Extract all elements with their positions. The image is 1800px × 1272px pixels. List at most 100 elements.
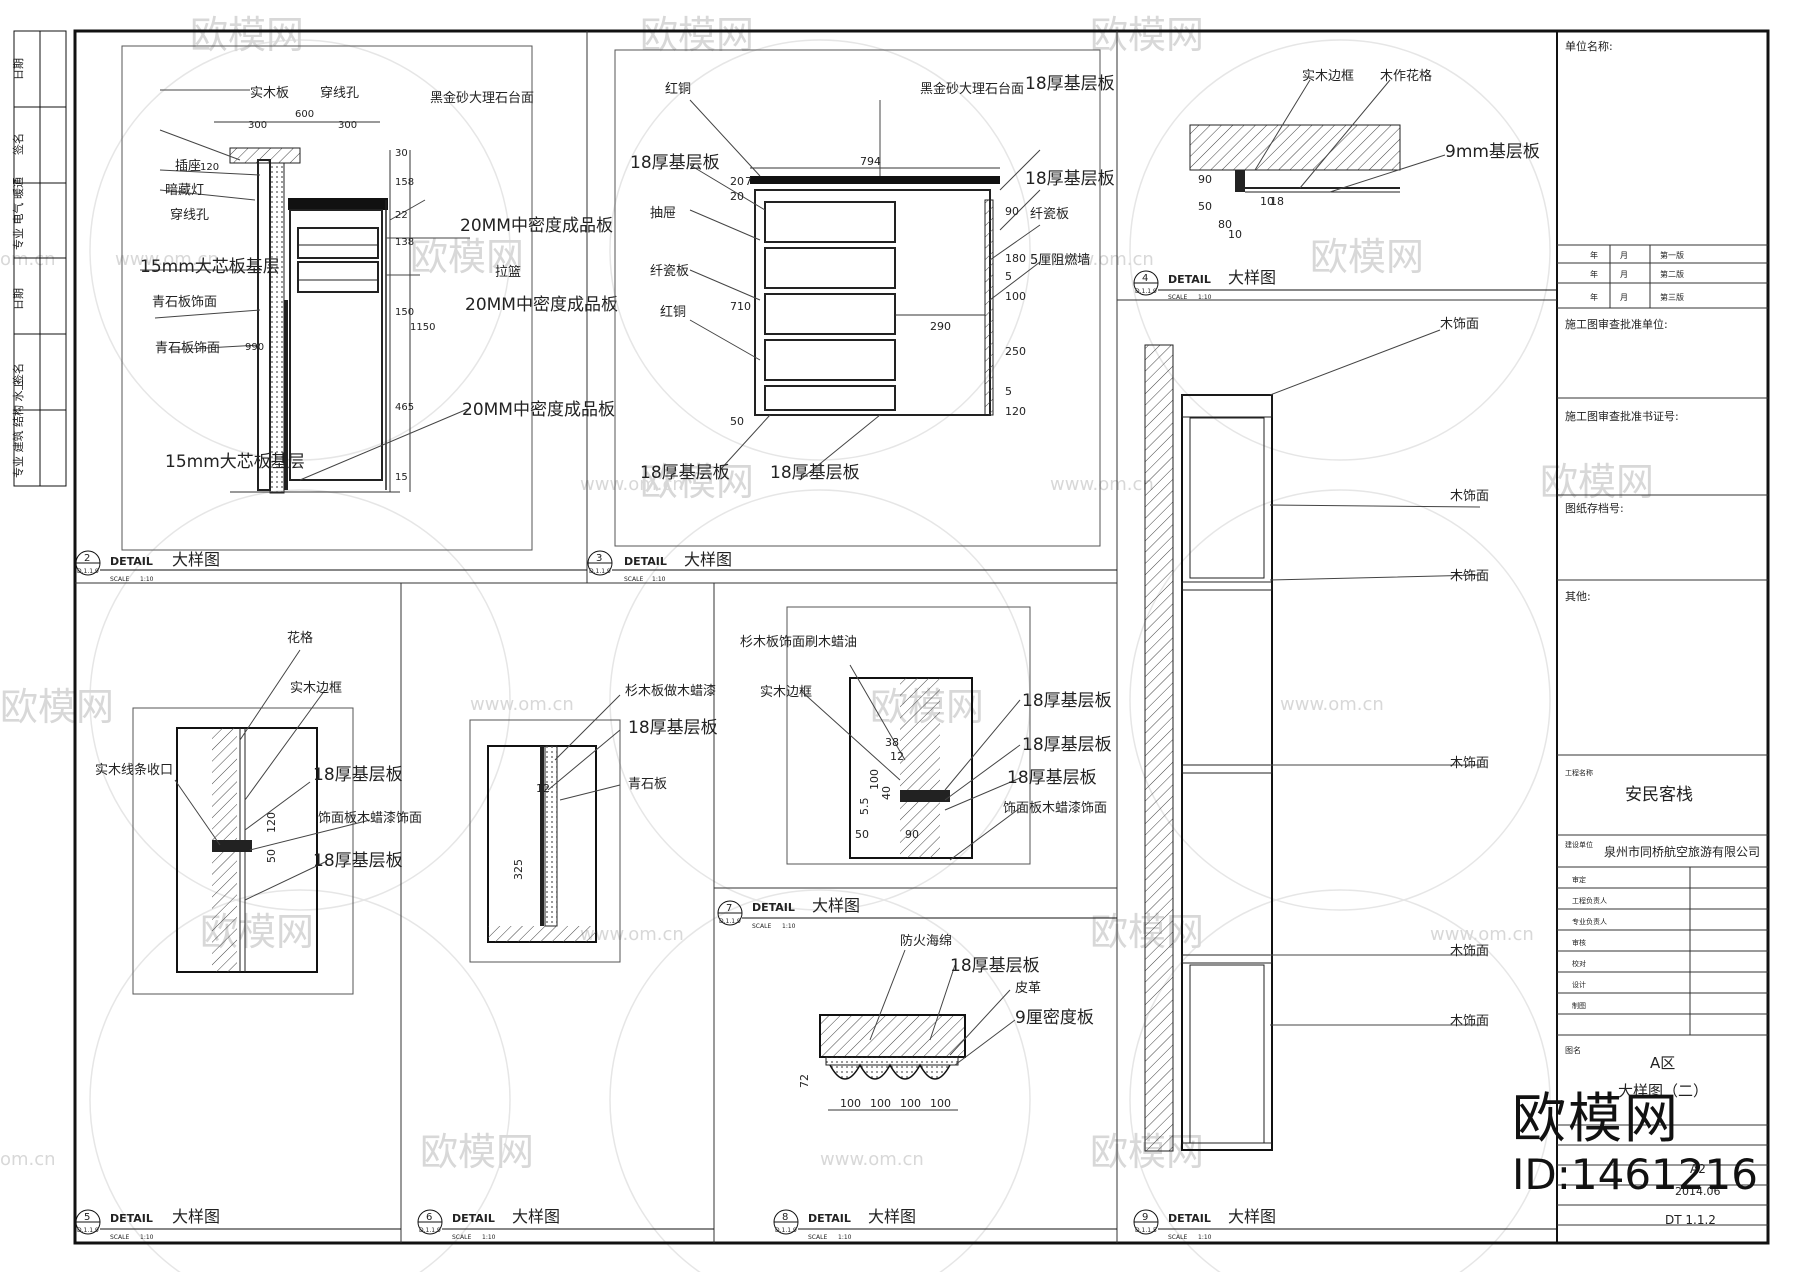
svg-text:审核: 审核 [1572, 938, 1586, 947]
svg-text:3: 3 [596, 553, 602, 564]
detail-5-drawing [132, 649, 371, 995]
detail-tag-9: 9 D.1.1.5 DETAIL 大样图 SCALE 1:10 [1133, 1207, 1557, 1241]
watermark-site: www.om.cn [1050, 474, 1154, 495]
svg-text:D.1.1.9: D.1.1.9 [77, 1227, 99, 1234]
svg-text:实木边框: 实木边框 [1302, 69, 1354, 84]
detail-9-labels: 木饰面 木饰面 木饰面 木饰面 木饰面 木饰面 [1440, 317, 1489, 1029]
sheet-size: A2 [1690, 1162, 1706, 1176]
svg-text:DETAIL: DETAIL [1168, 273, 1211, 286]
svg-text:90: 90 [1198, 173, 1212, 186]
svg-text:D.1.1.5: D.1.1.5 [1135, 1227, 1157, 1234]
svg-text:纤瓷板: 纤瓷板 [1030, 207, 1069, 222]
svg-text:青石板饰面: 青石板饰面 [152, 295, 217, 310]
detail-5-dims: 120 50 [265, 812, 278, 863]
svg-text:红铜: 红铜 [660, 304, 686, 320]
svg-text:5: 5 [84, 1212, 90, 1223]
svg-text:木饰面: 木饰面 [1440, 317, 1479, 332]
watermark-text: 欧模网 [1090, 13, 1204, 57]
svg-text:10: 10 [1228, 228, 1242, 241]
svg-text:第二版: 第二版 [1660, 269, 1684, 279]
svg-text:穿线孔: 穿线孔 [320, 85, 359, 101]
detail-tags: 2 D.1.1.9 DETAIL 大样图 SCALE 1:10 3 D.1.1.… [75, 268, 1557, 1241]
panel-dividers [75, 31, 1557, 1243]
svg-text:SCALE: SCALE [808, 1234, 827, 1241]
svg-text:DETAIL: DETAIL [452, 1212, 495, 1225]
svg-text:插座: 插座 [175, 159, 201, 174]
svg-text:DETAIL: DETAIL [110, 1212, 153, 1225]
svg-text:18厚基层板: 18厚基层板 [1022, 691, 1112, 711]
svg-text:20MM中密度成品板: 20MM中密度成品板 [460, 216, 613, 236]
detail-8-drawing [819, 949, 1016, 1111]
svg-text:木饰面: 木饰面 [1450, 489, 1489, 504]
svg-text:SCALE: SCALE [452, 1234, 471, 1241]
svg-text:月: 月 [1620, 293, 1628, 302]
svg-text:50: 50 [1198, 200, 1212, 213]
svg-text:100: 100 [1005, 290, 1026, 303]
zone-label: A区 [1650, 1054, 1675, 1072]
svg-text:990: 990 [245, 342, 264, 353]
svg-text:1:10: 1:10 [1198, 294, 1212, 301]
svg-text:饰面板木蜡漆饰面: 饰面板木蜡漆饰面 [1003, 800, 1107, 816]
svg-text:黑金砂大理石台面: 黑金砂大理石台面 [430, 90, 534, 106]
svg-text:第三版: 第三版 [1660, 292, 1684, 302]
svg-text:325: 325 [512, 859, 525, 880]
svg-text:D.1.1.9: D.1.1.9 [589, 568, 611, 575]
svg-text:22: 22 [395, 210, 408, 221]
svg-text:18厚基层板: 18厚基层板 [313, 765, 403, 785]
svg-text:15mm大芯板基层: 15mm大芯板基层 [165, 452, 305, 472]
detail-4-dims: 90 50 18 10 80 10 [1198, 173, 1284, 241]
svg-text:5.5: 5.5 [858, 798, 871, 816]
svg-text:7: 7 [745, 175, 752, 188]
svg-text:大样图: 大样图 [868, 1207, 916, 1226]
watermark-site: www.om.cn [470, 694, 574, 715]
svg-text:D.1.1.9: D.1.1.9 [775, 1227, 797, 1234]
svg-text:1:10: 1:10 [1198, 1234, 1212, 1241]
detail-8-labels: 防火海绵 18厚基层板 皮革 9厘密度板 [900, 933, 1094, 1028]
detail-3-labels: 红铜 黑金砂大理石台面 18厚基层板 18厚基层板 抽屉 18厚基层板 纤瓷板 … [630, 74, 1115, 483]
svg-text:4: 4 [1142, 273, 1148, 284]
svg-text:杉木板饰面刷木蜡油: 杉木板饰面刷木蜡油 [740, 635, 857, 650]
svg-text:防火海绵: 防火海绵 [900, 933, 952, 949]
svg-text:工程负责人: 工程负责人 [1572, 896, 1607, 905]
svg-text:2: 2 [84, 553, 90, 564]
svg-text:SCALE: SCALE [1168, 1234, 1187, 1241]
svg-text:抽屉: 抽屉 [650, 206, 676, 221]
watermark-site: www.om.cn [820, 1149, 924, 1170]
detail-2-drawing [121, 45, 533, 551]
watermark-text: 欧模网 [190, 13, 304, 57]
strip-label: 专业 电气 暖通 [11, 177, 25, 250]
svg-text:90: 90 [905, 828, 919, 841]
detail-9-drawing [1144, 329, 1481, 1152]
svg-text:150: 150 [395, 307, 414, 318]
detail-3-drawing [614, 49, 1101, 547]
detail-6-drawing [469, 694, 621, 963]
svg-text:实木边框: 实木边框 [290, 681, 342, 696]
svg-text:794: 794 [860, 155, 881, 168]
svg-text:大样图: 大样图 [1228, 1207, 1276, 1226]
svg-text:100: 100 [868, 769, 881, 790]
svg-text:SCALE: SCALE [624, 576, 643, 583]
svg-text:饰面板木蜡漆饰面: 饰面板木蜡漆饰面 [318, 810, 422, 826]
watermark-text: 欧模网 [1540, 460, 1654, 504]
svg-text:SCALE: SCALE [110, 1234, 129, 1241]
svg-text:SCALE: SCALE [1168, 294, 1187, 301]
watermark-site: www.om.cn [115, 249, 219, 270]
svg-text:实木线条收口: 实木线条收口 [95, 762, 173, 778]
svg-text:100: 100 [900, 1097, 921, 1110]
svg-text:6: 6 [426, 1212, 432, 1223]
svg-text:木饰面: 木饰面 [1450, 569, 1489, 584]
builder-name: 泉州市同桥航空旅游有限公司 [1604, 844, 1760, 859]
svg-text:9厘密度板: 9厘密度板 [1015, 1008, 1094, 1028]
svg-text:90: 90 [1005, 205, 1019, 218]
svg-text:审定: 审定 [1572, 875, 1586, 884]
svg-text:300: 300 [338, 120, 357, 131]
watermark-site: www.om.cn [1050, 249, 1154, 270]
svg-text:DETAIL: DETAIL [624, 555, 667, 568]
svg-text:年: 年 [1590, 269, 1598, 279]
watermark-text: 欧模网 [420, 1130, 534, 1174]
svg-text:18厚基层板: 18厚基层板 [640, 463, 730, 483]
svg-text:710: 710 [730, 300, 751, 313]
title-block: 单位名称: 年 月 第一版 年 月 第二版 年 月 第三版 施工图审查批准单位:… [1557, 39, 1768, 1227]
svg-text:木饰面: 木饰面 [1450, 944, 1489, 959]
watermark-id-block: 欧模网 ID:1461216 [1512, 1088, 1792, 1200]
